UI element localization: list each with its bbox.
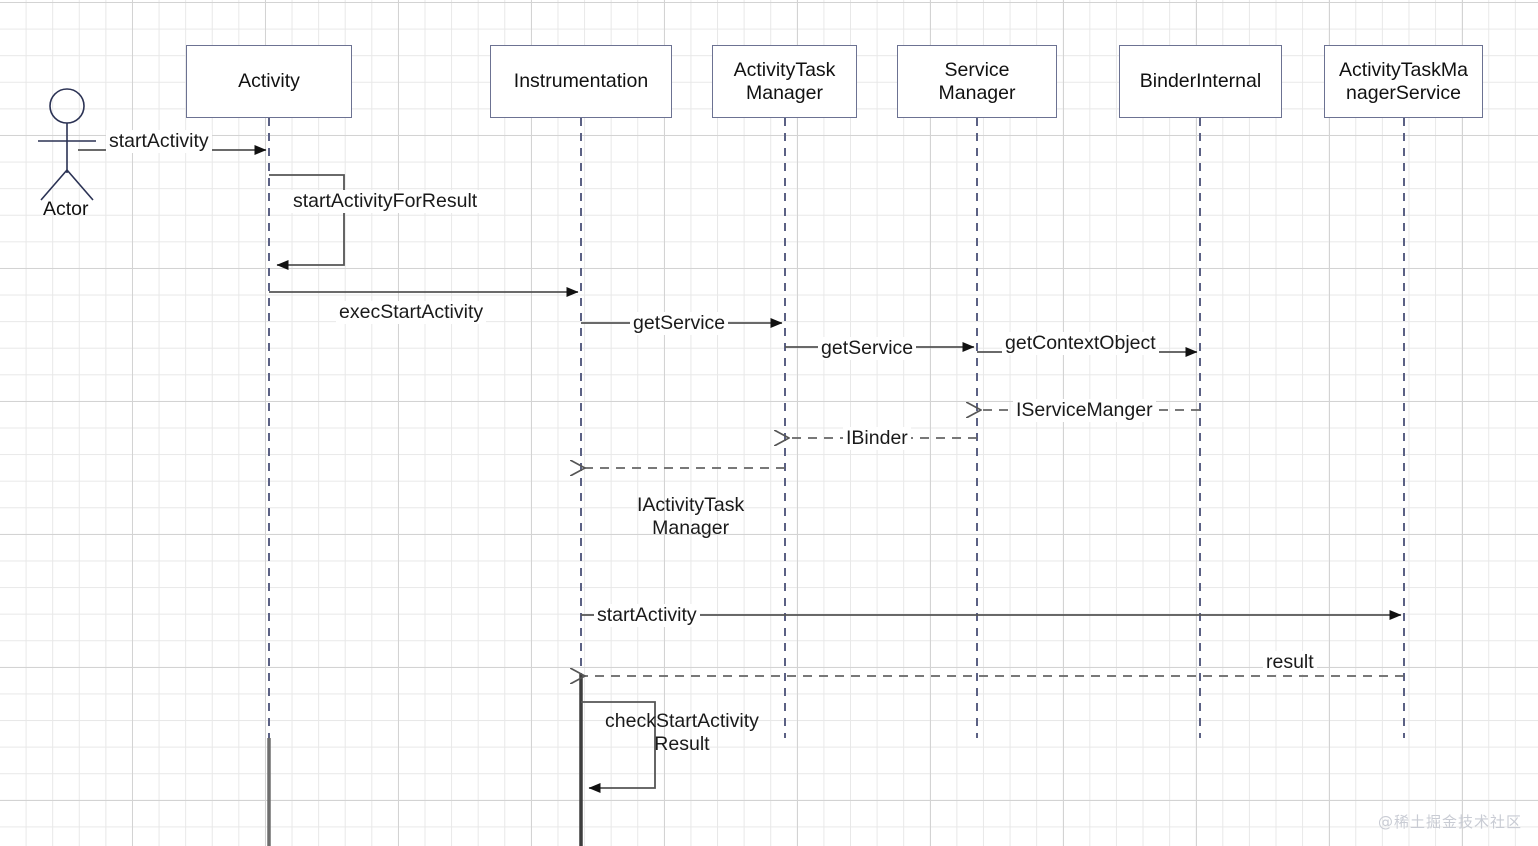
participant-label-line-1: Service bbox=[944, 58, 1010, 81]
message-label-IActivityTaskManager: IActivityTask Manager bbox=[634, 494, 747, 540]
participant-box-instrumentation[interactable]: Instrumentation bbox=[490, 45, 672, 118]
participant-label-line-2: nagerService bbox=[1346, 81, 1461, 104]
actor-left-leg bbox=[40, 169, 68, 201]
message-label-startActivity-atms: startActivity bbox=[594, 604, 700, 627]
message-label-line-2: Manager bbox=[652, 517, 730, 539]
message-label-IBinder: IBinder bbox=[843, 427, 911, 450]
message-label-getService-2: getService bbox=[818, 337, 917, 360]
participant-label-servicemanager: Service Manager bbox=[939, 59, 1016, 105]
message-label-line-2: Result bbox=[654, 733, 710, 755]
actor-figure bbox=[38, 88, 96, 201]
message-label-IServiceManger: IServiceManger bbox=[1013, 399, 1156, 422]
participant-box-servicemanager[interactable]: Service Manager bbox=[897, 45, 1057, 118]
participant-box-activitytaskmanager[interactable]: ActivityTask Manager bbox=[712, 45, 857, 118]
message-label-line-1: IActivityTask bbox=[637, 494, 745, 516]
participant-label-activitytaskmanagerservice: ActivityTaskMa nagerService bbox=[1339, 59, 1468, 105]
message-label-getContextObject: getContextObject bbox=[1002, 332, 1159, 355]
actor-right-leg bbox=[66, 169, 94, 201]
message-label-checkStartActivityResult: checkStartActivity Result bbox=[602, 710, 762, 756]
participant-label-instrumentation: Instrumentation bbox=[513, 70, 649, 92]
participant-label-line-2: Manager bbox=[746, 81, 823, 104]
message-label-line-1: checkStartActivity bbox=[605, 710, 759, 732]
participant-label-line-2: Manager bbox=[938, 81, 1016, 104]
participant-label-binderinternal: BinderInternal bbox=[1139, 70, 1262, 92]
message-label-execStartActivity: execStartActivity bbox=[336, 301, 487, 324]
participant-label-line-1: ActivityTask bbox=[733, 58, 836, 81]
participant-label-line-1: ActivityTaskMa bbox=[1339, 58, 1468, 81]
message-label-result: result bbox=[1263, 651, 1317, 674]
message-label-getService-1: getService bbox=[630, 312, 729, 335]
watermark: @稀土掘金技术社区 bbox=[1377, 813, 1522, 831]
message-label-startActivityForResult: startActivityForResult bbox=[290, 190, 481, 213]
message-arrow-startActivityForResult bbox=[269, 174, 345, 270]
participant-box-activitytaskmanagerservice[interactable]: ActivityTaskMa nagerService bbox=[1324, 45, 1483, 118]
participant-box-binderinternal[interactable]: BinderInternal bbox=[1119, 45, 1282, 118]
lifelines-group bbox=[267, 118, 1405, 846]
actor-label: Actor bbox=[43, 198, 89, 220]
message-arrow-checkStartActivityResult bbox=[581, 701, 656, 793]
message-label-startActivity: startActivity bbox=[106, 130, 212, 153]
participant-label-activitytaskmanager: ActivityTask Manager bbox=[734, 59, 836, 105]
actor-head-icon bbox=[49, 88, 85, 124]
participant-label-activity: Activity bbox=[238, 70, 300, 92]
participant-box-activity[interactable]: Activity bbox=[186, 45, 352, 118]
